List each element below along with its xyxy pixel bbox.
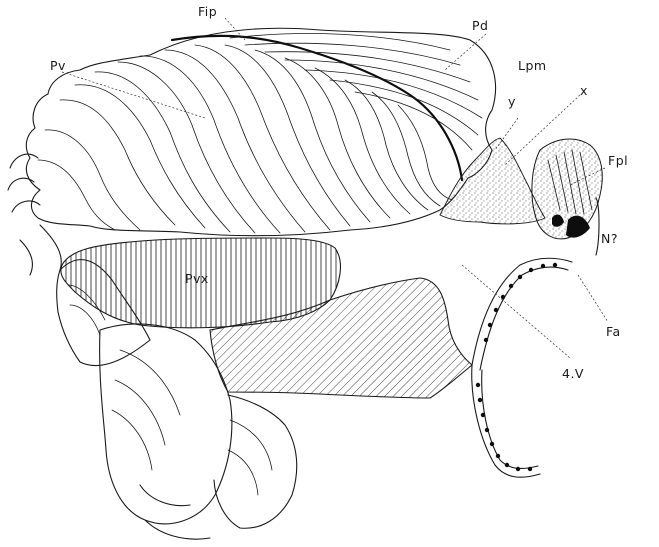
label-lpm: Lpm (518, 58, 547, 73)
label-fourth-ventricle: 4.V (562, 366, 584, 381)
main-lobe-outline (26, 28, 495, 235)
label-n: N? (601, 231, 618, 246)
fourth-ventricle-wall (472, 258, 572, 477)
label-fpl: Fpl (608, 153, 628, 168)
label-pvx: Pvx (185, 271, 209, 286)
label-fip: Fip (198, 4, 217, 19)
left-scalloped-edge (8, 154, 40, 212)
label-y: y (508, 94, 516, 109)
label-pv: Pv (50, 58, 66, 73)
label-pd: Pd (472, 18, 488, 33)
label-x: x (580, 83, 588, 98)
primary-fissure (172, 36, 462, 180)
paraflocculus (532, 139, 602, 239)
stippled-region (440, 138, 545, 224)
label-fa: Fa (606, 324, 621, 339)
folia-lines (38, 45, 452, 233)
ventricle-beads (476, 263, 557, 471)
